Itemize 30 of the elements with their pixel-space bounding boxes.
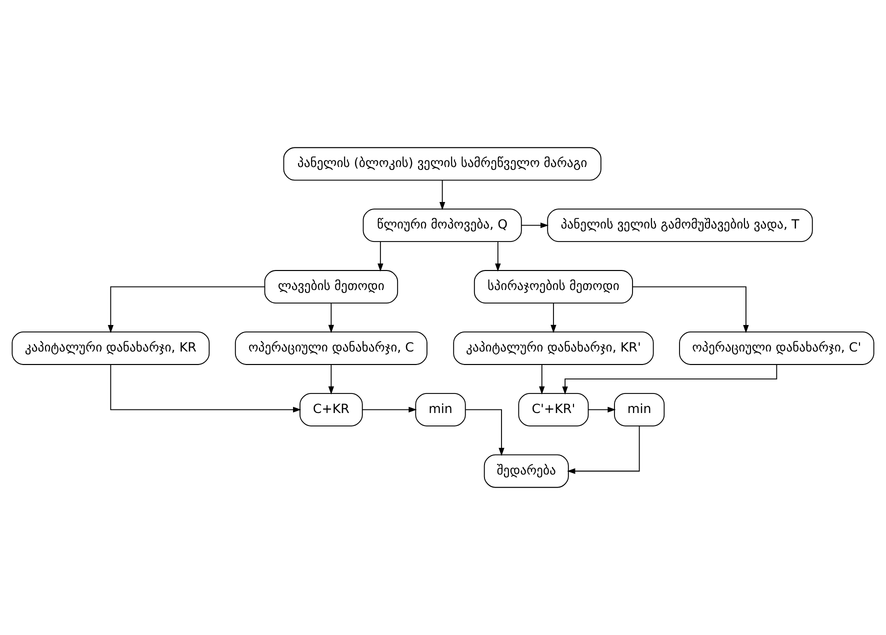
node-box: C+KR xyxy=(300,392,363,426)
arrow xyxy=(108,286,266,334)
arrow xyxy=(328,302,334,334)
arrow xyxy=(378,241,384,272)
node-box: min xyxy=(415,392,466,426)
node-box: სპირაჯოების მეთოდი xyxy=(474,270,633,304)
arrow xyxy=(588,406,616,413)
arrow xyxy=(562,364,778,395)
arrow xyxy=(550,302,556,334)
node-box: min xyxy=(614,392,665,426)
node-box: პანელის ველის გამომუშავების ვადა, T xyxy=(547,208,813,242)
node-box: ოპერაციული დანახარჯი, C xyxy=(234,332,428,365)
arrow xyxy=(567,426,640,474)
arrow xyxy=(465,409,504,456)
node-box: წლიური მოპოვება, Q xyxy=(362,208,522,242)
node-box: C'+KR' xyxy=(518,392,589,426)
arrow xyxy=(110,364,302,413)
arrow xyxy=(539,364,545,395)
node-box: ოპერაციული დანახარჯი, C' xyxy=(679,332,874,365)
arrow xyxy=(328,364,334,395)
arrow xyxy=(362,406,417,413)
node-box: კაპიტალური დანახარჯი, KR xyxy=(12,332,210,365)
arrow xyxy=(521,222,549,228)
node-box: შედარება xyxy=(484,454,569,488)
node-box: ლავების მეთოდი xyxy=(264,270,398,304)
arrow xyxy=(439,180,446,210)
node-box: პანელის (ბლოკის) ველის სამრეწველო მარაგი xyxy=(283,147,602,181)
arrow xyxy=(495,241,501,272)
arrow xyxy=(632,286,749,334)
node-box: კაპიტალური დანახარჯი, KR' xyxy=(453,332,654,365)
